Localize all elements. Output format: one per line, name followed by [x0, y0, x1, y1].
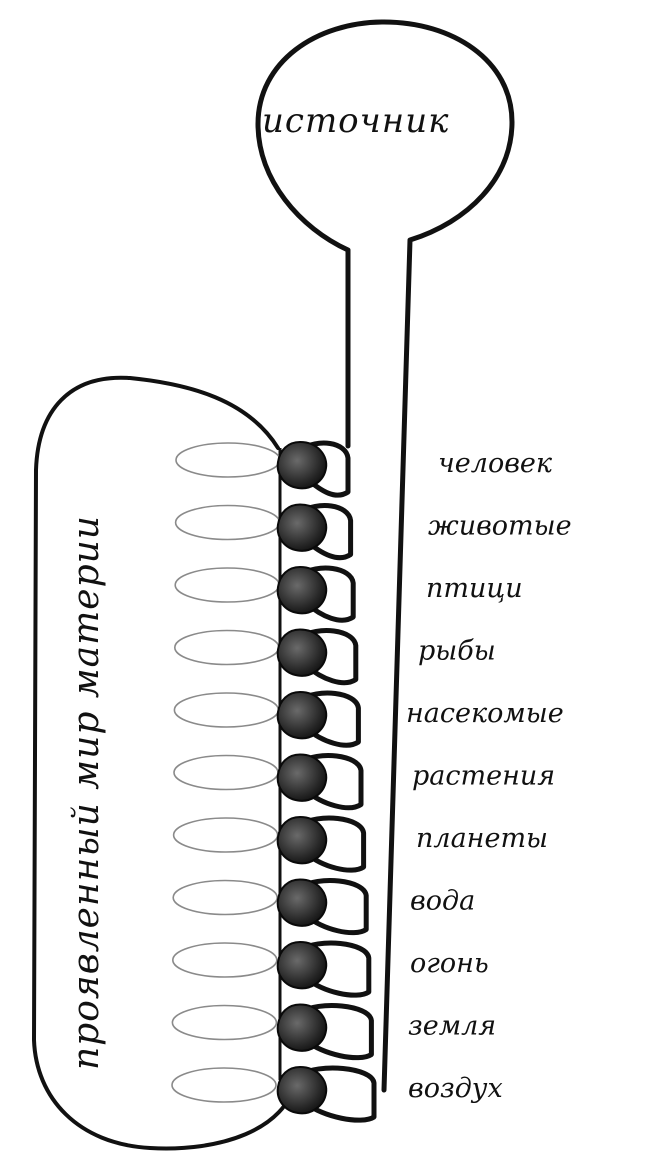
droplet — [278, 942, 327, 988]
droplet — [278, 505, 327, 551]
ring — [175, 568, 279, 602]
ring — [176, 443, 280, 477]
source-label: источник — [262, 101, 449, 141]
level-label: птици — [426, 573, 523, 604]
level-label: планеты — [416, 823, 548, 854]
level-label: огонь — [410, 948, 489, 979]
level-label: животые — [428, 511, 572, 542]
source-head-and-stem — [258, 22, 512, 1090]
ring — [175, 631, 279, 665]
ring — [174, 693, 278, 727]
level-label: насекомые — [406, 698, 564, 729]
level-label: растения — [412, 761, 555, 792]
ring — [172, 1068, 276, 1102]
droplet — [278, 880, 327, 926]
ring — [172, 1006, 276, 1040]
emanation-chain — [172, 442, 374, 1120]
level-label: вода — [410, 886, 475, 917]
ring — [174, 756, 278, 790]
level-label: воздух — [408, 1073, 503, 1104]
manifested-world-label: проявленный мир материи — [66, 515, 107, 1070]
droplet — [278, 630, 327, 676]
droplet — [278, 755, 327, 801]
level-label: рыбы — [418, 636, 496, 667]
level-label: земля — [408, 1011, 496, 1042]
ring — [174, 818, 278, 852]
droplet — [278, 442, 327, 488]
droplet — [278, 817, 327, 863]
droplet — [278, 1067, 327, 1113]
level-label: человек — [438, 448, 553, 479]
ring — [176, 506, 280, 540]
droplet — [278, 567, 327, 613]
droplet — [278, 1005, 327, 1051]
ring — [173, 881, 277, 915]
droplet — [278, 692, 327, 738]
level-labels: человек животые птици рыбы насекомые растения… — [406, 448, 572, 1104]
ring — [173, 943, 277, 977]
